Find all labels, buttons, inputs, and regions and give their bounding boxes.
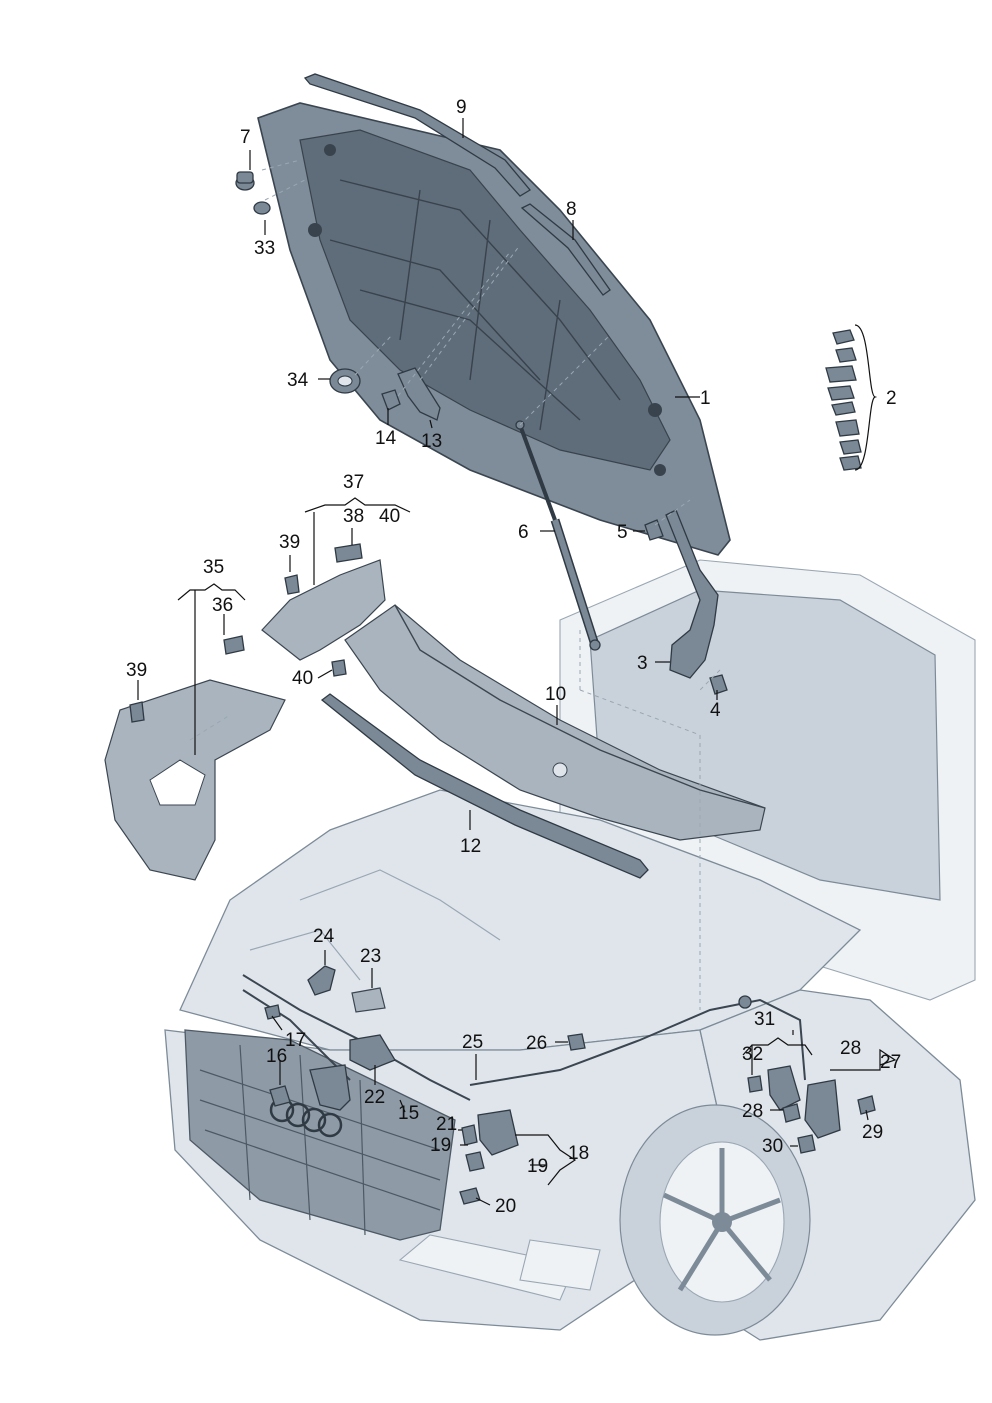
callout-16: 16: [266, 1046, 287, 1067]
callout-28b: 28: [742, 1101, 763, 1122]
hood-hinge: [665, 509, 719, 679]
bump-stop-icon: [797, 1134, 816, 1154]
callout-14: 14: [375, 428, 397, 449]
callout-28a: 28: [840, 1038, 861, 1059]
callout-27: 27: [880, 1052, 901, 1073]
lock-housing: [767, 1065, 801, 1111]
callout-37: 37: [343, 472, 364, 493]
callout-30: 30: [762, 1136, 783, 1157]
callout-23: 23: [360, 946, 381, 967]
callout-13: 13: [421, 431, 442, 452]
clip-icon: [644, 519, 664, 541]
callout-2: 2: [886, 388, 897, 409]
connector-icon: [461, 1124, 478, 1146]
callout-33: 33: [254, 238, 275, 259]
hood-front-seal: [520, 203, 611, 296]
callout-40b: 40: [292, 668, 313, 689]
callout-29: 29: [862, 1122, 883, 1143]
clip-32-icon: [747, 1075, 763, 1093]
clip-26-icon: [567, 1033, 586, 1051]
callout-40a: 40: [379, 506, 400, 527]
callout-31: 31: [754, 1009, 775, 1030]
callout-10: 10: [545, 684, 566, 705]
plug-icon: [465, 1151, 485, 1172]
leader-lines: [137, 118, 897, 1206]
hood-seal-strip: [303, 73, 531, 197]
callout-4: 4: [710, 700, 721, 721]
cover-plate-icon: [351, 987, 386, 1013]
callout-9: 9: [456, 97, 467, 118]
nut-icon: [381, 389, 401, 411]
callout-3: 3: [637, 653, 648, 674]
car-body: [164, 559, 976, 1341]
callout-24: 24: [313, 926, 335, 947]
callout-34: 34: [287, 370, 309, 391]
fastener-set: [825, 329, 862, 471]
label-tag-icon: [223, 635, 245, 655]
screw-29-icon: [857, 1095, 876, 1115]
label-plate-icon: [334, 543, 363, 563]
callout-19a: 19: [430, 1135, 451, 1156]
micro-switch: [477, 1109, 519, 1156]
callout-36: 36: [212, 595, 233, 616]
callout-25: 25: [462, 1032, 483, 1053]
callout-18: 18: [568, 1143, 589, 1164]
logo-rings: [269, 1097, 343, 1138]
expansion-rivet-icon: [284, 574, 300, 595]
callout-labels: 1 2 3 4 5 6 7 8 9 10 12 13 14 15 16 17 1…: [126, 97, 901, 1217]
lock-lower: [309, 1064, 351, 1111]
callout-6: 6: [518, 522, 529, 543]
callout-8: 8: [566, 199, 577, 220]
callout-20: 20: [495, 1196, 516, 1217]
callout-17: 17: [285, 1030, 306, 1051]
expansion-rivet-icon-2: [129, 701, 145, 723]
hood-panel: [257, 102, 731, 556]
right-cover-panel: [261, 559, 386, 661]
reference-lines: [189, 159, 721, 1010]
callout-38: 38: [343, 506, 364, 527]
callout-22: 22: [364, 1087, 385, 1108]
latch-icon: [804, 1079, 841, 1139]
lock-mechanism: [349, 1034, 396, 1071]
callout-21: 21: [436, 1114, 457, 1135]
rubber-stop-icon: [235, 171, 255, 191]
expansion-nut-icon: [331, 659, 347, 677]
callout-15: 15: [398, 1103, 419, 1124]
release-handle-icon: [307, 965, 336, 996]
bolt-icon: [709, 674, 728, 695]
gas-strut: [515, 420, 601, 651]
callout-1: 1: [700, 388, 711, 409]
callout-12: 12: [460, 836, 481, 857]
callout-26: 26: [526, 1033, 547, 1054]
callout-5: 5: [617, 522, 628, 543]
lock-bracket-icon: [397, 367, 441, 421]
screw-icon: [269, 1085, 291, 1107]
callout-39a: 39: [279, 532, 300, 553]
cowl-panel: [344, 604, 766, 841]
callout-7: 7: [240, 127, 251, 148]
wheel-spokes: [662, 1148, 781, 1292]
callout-19b: 19: [527, 1156, 548, 1177]
callout-39b: 39: [126, 660, 147, 681]
screw-28-icon: [782, 1103, 801, 1123]
callout-35: 35: [203, 557, 224, 578]
grommet-icon: [253, 201, 271, 215]
cable-clip-icon: [264, 1004, 281, 1020]
cowl-seal: [320, 693, 649, 879]
callout-32: 32: [742, 1044, 763, 1065]
